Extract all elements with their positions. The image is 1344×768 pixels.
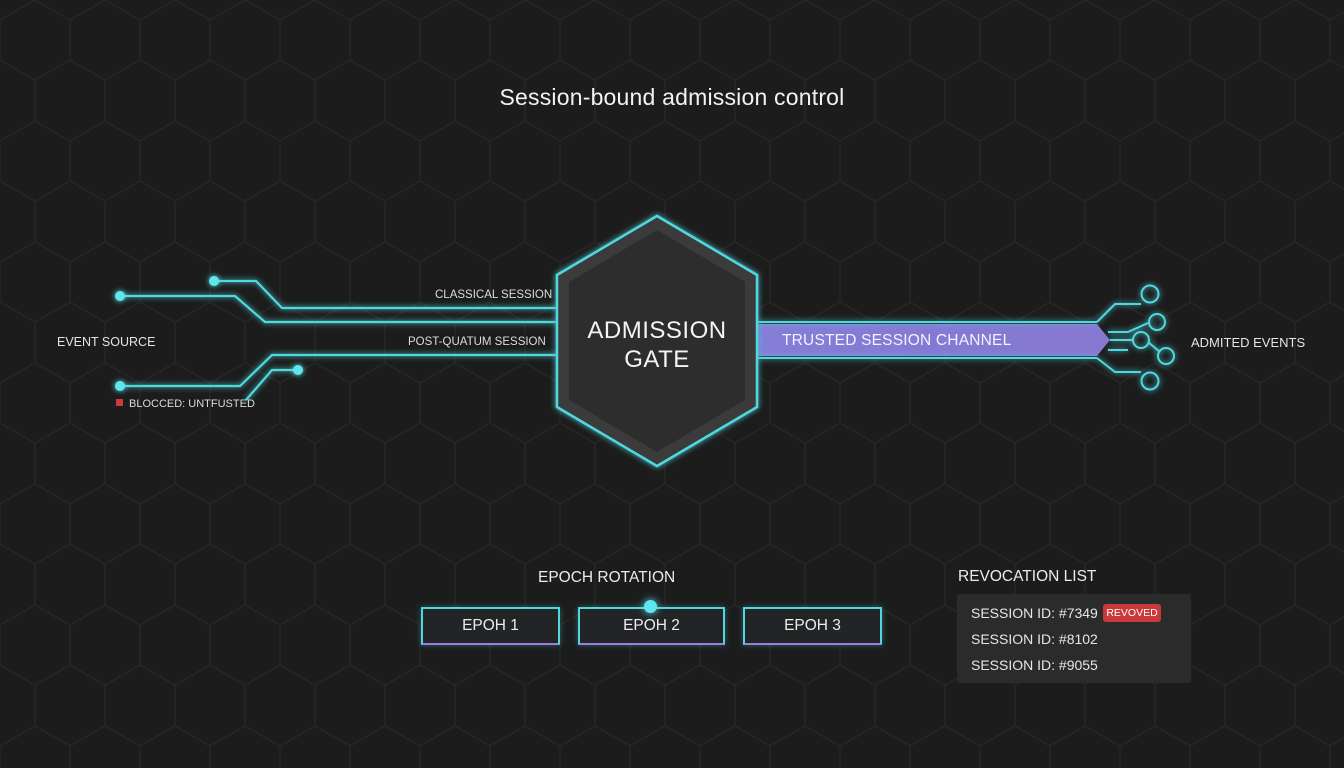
epoch-box-1[interactable]: EPOH 1 xyxy=(421,607,560,645)
post-quantum-session-label: POST-QUATUM SESSION xyxy=(408,336,546,348)
source-node-2 xyxy=(209,276,219,286)
admission-gate xyxy=(555,214,759,468)
revoked-badge: REVOVED xyxy=(1103,604,1161,622)
epoch-box-3[interactable]: EPOH 3 xyxy=(743,607,882,645)
diagram-title: Session-bound admission control xyxy=(499,84,845,110)
source-node-4 xyxy=(293,365,303,375)
gate-label: ADMISSION GATE xyxy=(557,316,757,374)
revocation-row: SESSION ID: #9055 xyxy=(971,657,1098,673)
gate-label-line2: GATE xyxy=(624,346,690,373)
source-node-1 xyxy=(115,291,125,301)
source-node-3 xyxy=(115,381,125,391)
revocation-list-title: REVOCATION LIST xyxy=(958,568,1097,585)
event-source-label: EVENT SOURCE xyxy=(57,335,156,349)
admitted-events-label: ADMITED EVENTS xyxy=(1191,335,1306,350)
trusted-channel xyxy=(757,321,1110,359)
revocation-row: SESSION ID: #7349 xyxy=(971,605,1098,621)
input-lines xyxy=(120,279,557,401)
active-epoch-marker xyxy=(644,600,657,613)
gate-label-line1: ADMISSION xyxy=(587,317,727,344)
classical-session-label: CLASSICAL SESSION xyxy=(435,289,553,301)
output-branches xyxy=(1096,284,1175,391)
epoch-rotation-title: EPOCH ROTATION xyxy=(538,569,676,586)
channel-label: TRUSTED SESSION CHANNEL xyxy=(782,332,1012,349)
blocked-indicator-icon xyxy=(116,399,123,406)
blocked-label: BLOCCED: UNTFUSTED xyxy=(129,398,255,410)
revocation-row: SESSION ID: #8102 xyxy=(971,631,1098,647)
